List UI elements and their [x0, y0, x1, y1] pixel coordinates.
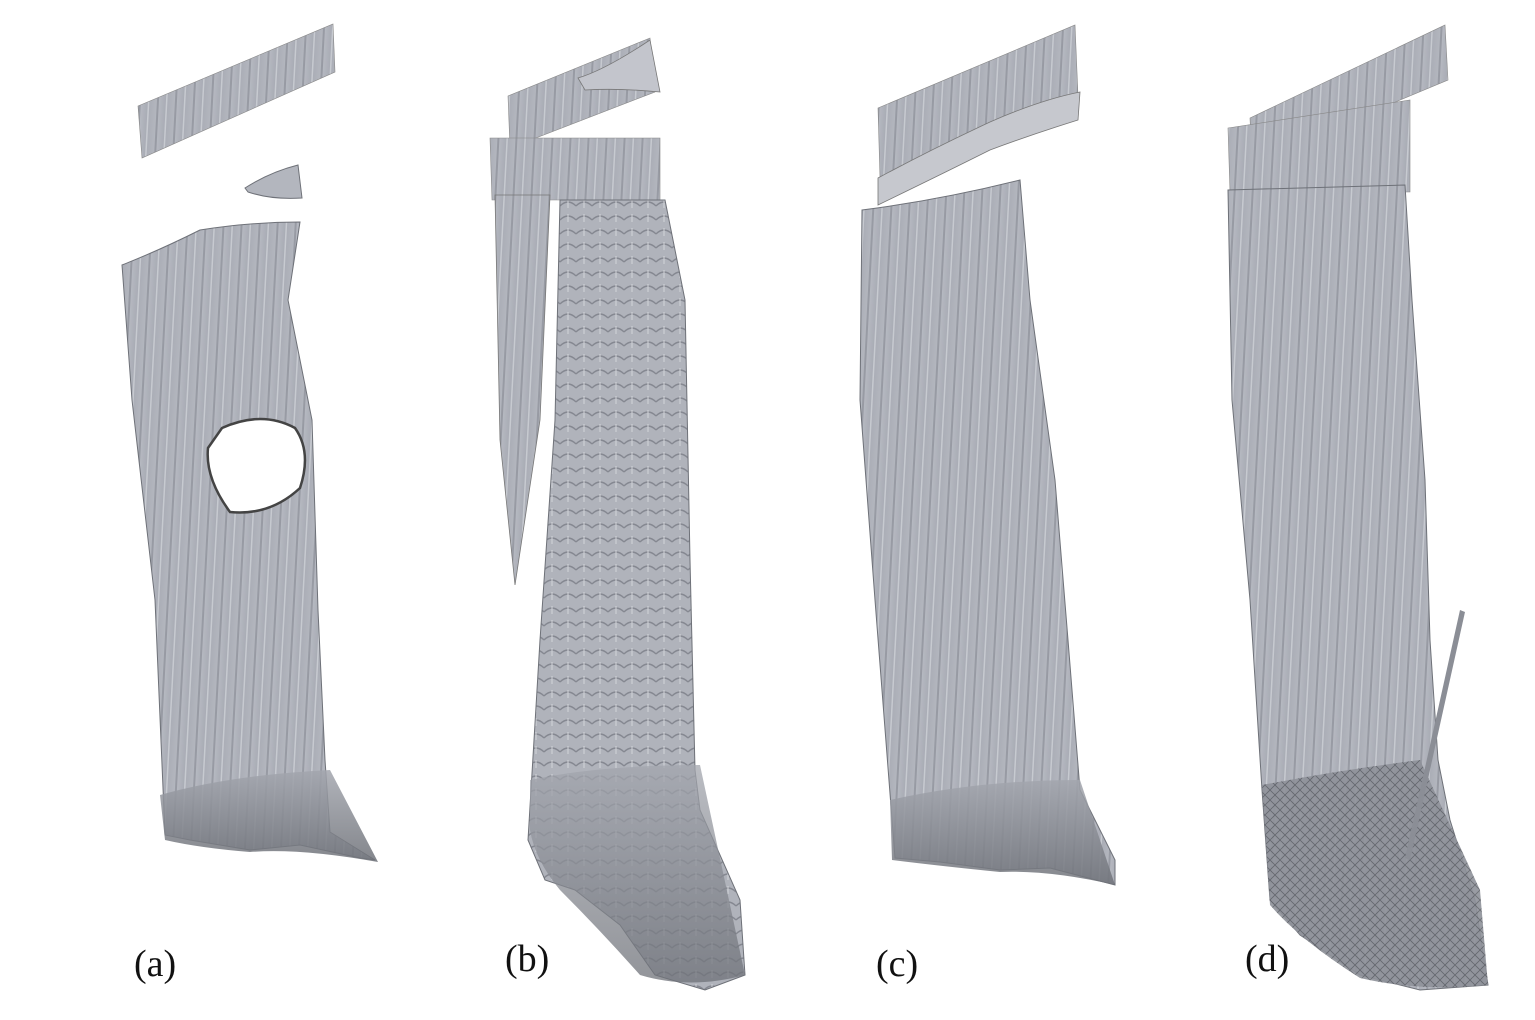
panel-d-mesh: [1227, 24, 1489, 991]
panel-c-mesh: [859, 24, 1116, 886]
panel-d-noisy-base: [1262, 760, 1488, 988]
panel-d-label: (d): [1245, 938, 1290, 980]
panel-a-body: [121, 221, 376, 861]
panel-b-mesh: [489, 37, 746, 991]
panel-c-label: (c): [876, 943, 919, 985]
panel-a-fragment: [244, 164, 303, 199]
panel-a-mesh: [121, 23, 378, 862]
panel-a-base: [160, 770, 378, 862]
panel-b-label: (b): [505, 938, 550, 980]
panel-c-base: [890, 780, 1115, 885]
panel-b-left-shard: [494, 194, 551, 586]
panel-a-top-board: [137, 23, 336, 159]
panel-a-label: (a): [134, 943, 177, 985]
panel-c-body: [859, 179, 1116, 886]
panel-d-spike: [1405, 610, 1465, 860]
panel-b-feet: [530, 765, 745, 983]
panel-a-hole: [206, 417, 307, 514]
